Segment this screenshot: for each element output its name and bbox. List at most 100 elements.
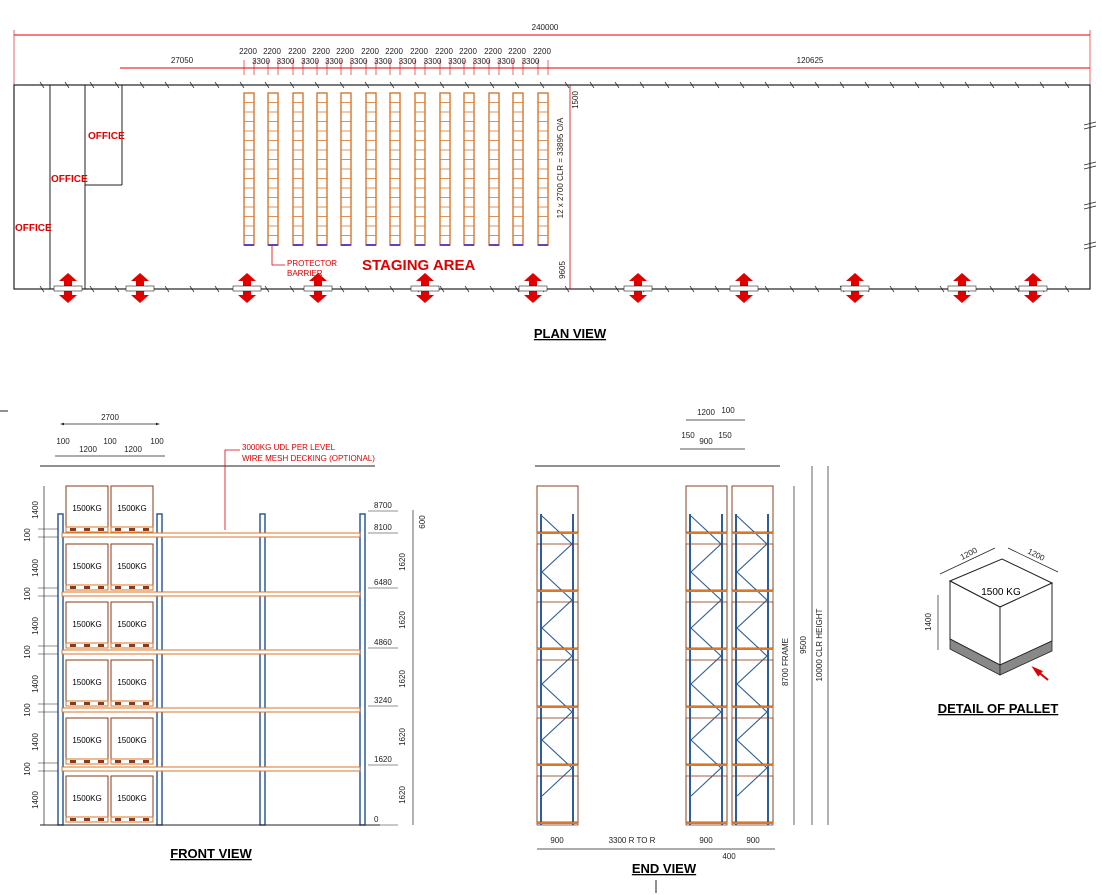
- pitch-dim: 3300: [424, 57, 442, 66]
- pallet-load-label: 1500KG: [72, 794, 101, 803]
- pallet-w1: 1200: [959, 545, 979, 561]
- door-arrow-icon: [232, 273, 262, 303]
- gap3-dim: 100: [150, 437, 164, 446]
- barrier-label-1: PROTECTOR: [287, 259, 337, 268]
- clearance-dim: 100: [23, 528, 32, 542]
- wall-ticks: [39, 81, 1097, 293]
- rack-row: [292, 92, 304, 246]
- h9500-dim: 9500: [799, 636, 808, 654]
- pallet-detail-title: DETAIL OF PALLET: [938, 701, 1059, 716]
- pallet-load-label: 1500KG: [72, 562, 101, 571]
- pallet-load-box: 1500KG: [110, 601, 154, 649]
- pitch-dim: 3300: [448, 57, 466, 66]
- end-frame: [731, 485, 774, 826]
- pallet-height-dim: 1400: [31, 733, 40, 751]
- pallet-load-label: 1500KG: [72, 504, 101, 513]
- rack-row: [439, 92, 451, 246]
- bay-dim: 2200: [410, 47, 428, 56]
- pallet-load-box: 1500KG: [65, 659, 109, 707]
- clearance-dim: 100: [23, 703, 32, 717]
- pallet-height-dim: 1400: [31, 675, 40, 693]
- level-height: 4860: [374, 638, 392, 647]
- rack-row: [488, 92, 500, 246]
- top-gap-dim: 600: [418, 515, 427, 529]
- clearance-dim: 100: [23, 645, 32, 659]
- rack-row: [463, 92, 475, 246]
- rack-row: [389, 92, 401, 246]
- level-height: 0: [374, 815, 379, 824]
- door-arrow-icon: [125, 273, 155, 303]
- pitch-dim: 3300: [399, 57, 417, 66]
- pallet-load-box: 1500KG: [65, 543, 109, 591]
- pitch-dim: 3300: [522, 57, 540, 66]
- pallet-load-label: 1500KG: [117, 504, 146, 513]
- d3300: 3300 R TO R: [609, 836, 656, 845]
- level-height: 3240: [374, 696, 392, 705]
- office-label-2: OFFICE: [51, 174, 88, 185]
- end-top-a: 1200: [697, 408, 715, 417]
- rack-row: [316, 92, 328, 246]
- d900c: 900: [746, 836, 760, 845]
- pallet-load-box: 1500KG: [110, 543, 154, 591]
- pallet-height-dim: 1400: [31, 617, 40, 635]
- bay-dim: 2200: [385, 47, 403, 56]
- pallet-h: 1400: [924, 613, 933, 631]
- door-arrow-icon: [1018, 273, 1048, 303]
- door-arrows: [53, 273, 1048, 303]
- gap2-dim: 100: [103, 437, 117, 446]
- level-height: 1620: [374, 755, 392, 764]
- pallet-load-box: 1500KG: [65, 775, 109, 823]
- door-arrow-icon: [303, 273, 333, 303]
- door-arrow-icon: [410, 273, 440, 303]
- pitch-dim: 3300: [374, 57, 392, 66]
- pallet-w2: 1200: [1026, 547, 1046, 563]
- bay-dim: 2200: [336, 47, 354, 56]
- end-frame: [536, 485, 579, 826]
- decking-note: WIRE MESH DECKING (OPTIONAL): [242, 454, 375, 463]
- pallet2-dim: 1200: [124, 445, 142, 454]
- pallet-detail: 1500 KG 1200 1200 1400 DETAIL OF PALLET: [924, 545, 1058, 716]
- d400: 400: [722, 852, 736, 861]
- pitch-dim: 1620: [398, 553, 407, 571]
- pitch-dim: 3300: [350, 57, 368, 66]
- rack-row: [340, 92, 352, 246]
- barrier-label-2: BARRIER: [287, 269, 323, 278]
- bay-dim: 2200: [533, 47, 551, 56]
- bay-dim: 2200: [435, 47, 453, 56]
- pallet-load-box: 1500KG: [65, 485, 109, 533]
- rack-row: [414, 92, 426, 246]
- plan-view-title: PLAN VIEW: [534, 326, 607, 341]
- office-label-3: OFFICE: [88, 131, 125, 142]
- pallet-load-label: 1500KG: [117, 794, 146, 803]
- bay-dim: 2200: [459, 47, 477, 56]
- end-view-title: END VIEW: [632, 861, 697, 876]
- door-arrow-icon: [947, 273, 977, 303]
- pitch-dim: 1620: [398, 611, 407, 629]
- pitch-dim: 3300: [497, 57, 515, 66]
- rack-rows: [243, 92, 549, 246]
- pallet-load-label: 1500KG: [72, 736, 101, 745]
- pallet-load-box: 1500KG: [65, 717, 109, 765]
- level-height: 6480: [374, 578, 392, 587]
- end-view: 1200 100 150 900 150 8700 FRAME 9500 100…: [535, 406, 829, 893]
- bay-dim: 2200: [239, 47, 257, 56]
- level-height: 8100: [374, 523, 392, 532]
- pitch-dim: 3300: [252, 57, 270, 66]
- pallet-height-dim: 1400: [31, 559, 40, 577]
- rack-row: [243, 92, 255, 246]
- end-top-c: 150: [681, 431, 695, 440]
- right-dim: 120625: [797, 56, 824, 65]
- bay-width-dim: 2700: [101, 413, 119, 422]
- bay-dim: 2200: [288, 47, 306, 56]
- run-label: 12 x 2700 CLR = 33895 O/A: [556, 117, 565, 218]
- pitch-dim: 1620: [398, 728, 407, 746]
- pallet-height-dim: 1400: [31, 791, 40, 809]
- pallet-load: 1500 KG: [981, 587, 1021, 598]
- pitch-dim: 1620: [398, 670, 407, 688]
- end-frame: [685, 485, 728, 826]
- rack-row: [537, 92, 549, 246]
- pallet-load-box: 1500KG: [110, 717, 154, 765]
- top-clear-dim: 1500: [571, 91, 580, 109]
